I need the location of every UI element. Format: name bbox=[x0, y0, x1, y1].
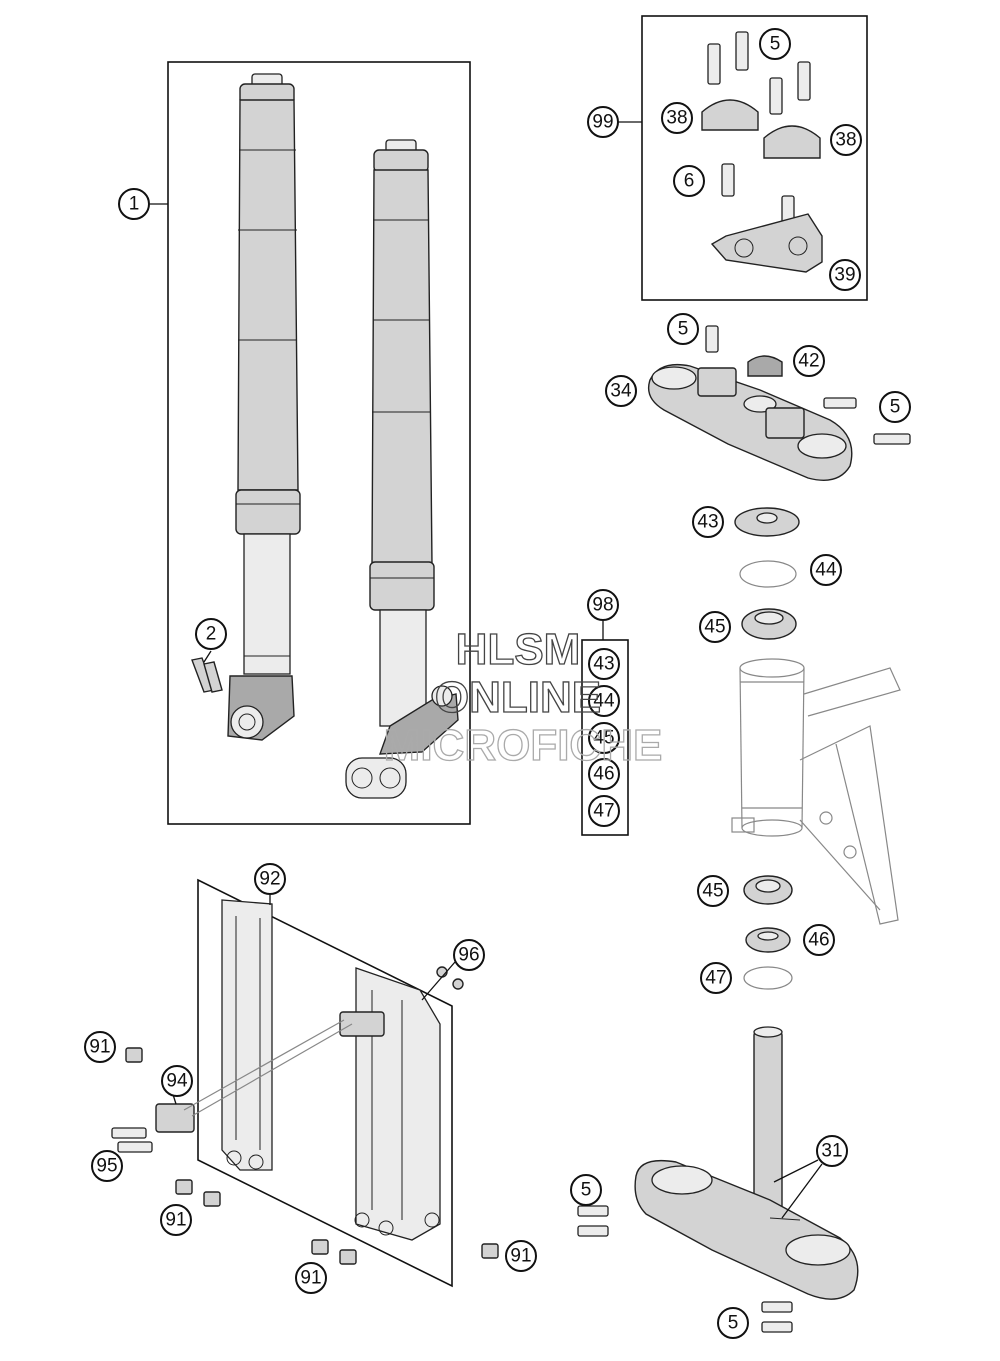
callout-44: 44 bbox=[810, 554, 842, 586]
steering-bearings bbox=[734, 507, 800, 990]
handlebar-clamp-kit-frame bbox=[641, 15, 868, 301]
svg-text:91: 91 bbox=[89, 1037, 110, 1058]
svg-text:44: 44 bbox=[593, 691, 615, 712]
watermark: HLSM ONLINE MICROFICHE bbox=[383, 624, 663, 770]
callout-38: 38 bbox=[830, 124, 862, 156]
kit-item-44: 44 bbox=[588, 685, 620, 717]
right-fork-leg bbox=[345, 139, 459, 799]
svg-text:5: 5 bbox=[678, 319, 689, 340]
callout-46: 46 bbox=[803, 924, 835, 956]
callout-31: 31 bbox=[816, 1135, 848, 1167]
callout-91: 91 bbox=[160, 1204, 192, 1236]
lower-triple-clamp bbox=[634, 1026, 859, 1300]
left-fork-leg bbox=[227, 73, 301, 741]
callout-99: 99 bbox=[587, 106, 619, 138]
svg-text:46: 46 bbox=[593, 764, 614, 785]
svg-text:34: 34 bbox=[610, 381, 632, 402]
svg-text:47: 47 bbox=[705, 968, 726, 989]
svg-text:43: 43 bbox=[697, 512, 718, 533]
svg-text:5: 5 bbox=[581, 1180, 592, 1201]
callout-92: 92 bbox=[254, 863, 286, 895]
callout-5: 5 bbox=[717, 1307, 749, 1339]
kit-item-45: 45 bbox=[588, 722, 620, 754]
callout-95: 95 bbox=[91, 1150, 123, 1182]
watermark-line-2: ONLINE bbox=[435, 673, 601, 722]
callout-5: 5 bbox=[667, 313, 699, 345]
svg-text:5: 5 bbox=[770, 34, 781, 55]
kit-item-47: 47 bbox=[588, 795, 620, 827]
callout-98: 98 bbox=[587, 589, 619, 621]
fork-assembly-frame bbox=[167, 61, 471, 825]
svg-text:44: 44 bbox=[815, 560, 837, 581]
svg-text:95: 95 bbox=[96, 1156, 117, 1177]
svg-text:96: 96 bbox=[458, 945, 479, 966]
callout-91: 91 bbox=[505, 1240, 537, 1272]
callout-39: 39 bbox=[829, 259, 861, 291]
svg-text:6: 6 bbox=[684, 171, 695, 192]
upper-triple-clamp bbox=[647, 325, 911, 481]
callout-91: 91 bbox=[295, 1262, 327, 1294]
callout-2: 2 bbox=[195, 618, 227, 650]
fork-guards bbox=[155, 899, 441, 1241]
callout-38: 38 bbox=[661, 102, 693, 134]
callout-47: 47 bbox=[700, 962, 732, 994]
callout-45: 45 bbox=[697, 875, 729, 907]
watermark-line-3: MICROFICHE bbox=[384, 721, 663, 770]
callout-42: 42 bbox=[793, 345, 825, 377]
svg-text:99: 99 bbox=[592, 112, 613, 133]
bearing-kit-frame bbox=[581, 639, 629, 836]
callout-5: 5 bbox=[879, 391, 911, 423]
svg-text:42: 42 bbox=[798, 351, 819, 372]
watermark-line-1: HLSM bbox=[456, 625, 581, 674]
handlebar-clamps bbox=[701, 31, 823, 273]
fork-guard-fasteners bbox=[111, 966, 499, 1265]
callout-1: 1 bbox=[118, 188, 150, 220]
svg-text:91: 91 bbox=[165, 1210, 186, 1231]
callout-94: 94 bbox=[161, 1065, 193, 1097]
svg-text:92: 92 bbox=[259, 869, 280, 890]
callout-45: 45 bbox=[699, 611, 731, 643]
callout-96: 96 bbox=[453, 939, 485, 971]
svg-text:94: 94 bbox=[166, 1071, 188, 1092]
kit-item-46: 46 bbox=[588, 758, 620, 790]
svg-text:38: 38 bbox=[835, 130, 856, 151]
svg-text:1: 1 bbox=[129, 194, 140, 215]
fork-guard-frame bbox=[197, 878, 453, 1288]
callout-6: 6 bbox=[673, 165, 705, 197]
svg-text:45: 45 bbox=[704, 617, 725, 638]
svg-text:91: 91 bbox=[300, 1268, 321, 1289]
svg-text:91: 91 bbox=[510, 1246, 531, 1267]
callout-43: 43 bbox=[692, 506, 724, 538]
callout-5: 5 bbox=[759, 28, 791, 60]
svg-text:5: 5 bbox=[890, 397, 901, 418]
clamp-bolts bbox=[577, 1205, 793, 1333]
svg-text:5: 5 bbox=[728, 1313, 739, 1334]
leader-lines bbox=[150, 121, 823, 1219]
callout-91: 91 bbox=[84, 1031, 116, 1063]
svg-text:46: 46 bbox=[808, 930, 829, 951]
svg-text:31: 31 bbox=[821, 1141, 842, 1162]
callout-5: 5 bbox=[570, 1174, 602, 1206]
callout-34: 34 bbox=[605, 375, 637, 407]
svg-text:45: 45 bbox=[702, 881, 723, 902]
svg-text:39: 39 bbox=[834, 265, 855, 286]
svg-text:98: 98 bbox=[592, 595, 613, 616]
fork-clamp-screws bbox=[191, 657, 223, 693]
svg-text:38: 38 bbox=[666, 108, 687, 129]
kit-item-43: 43 bbox=[588, 648, 620, 680]
svg-text:45: 45 bbox=[593, 728, 614, 749]
svg-text:47: 47 bbox=[593, 801, 614, 822]
svg-text:43: 43 bbox=[593, 654, 614, 675]
frame-head-tube bbox=[731, 658, 901, 925]
svg-text:2: 2 bbox=[206, 624, 217, 645]
